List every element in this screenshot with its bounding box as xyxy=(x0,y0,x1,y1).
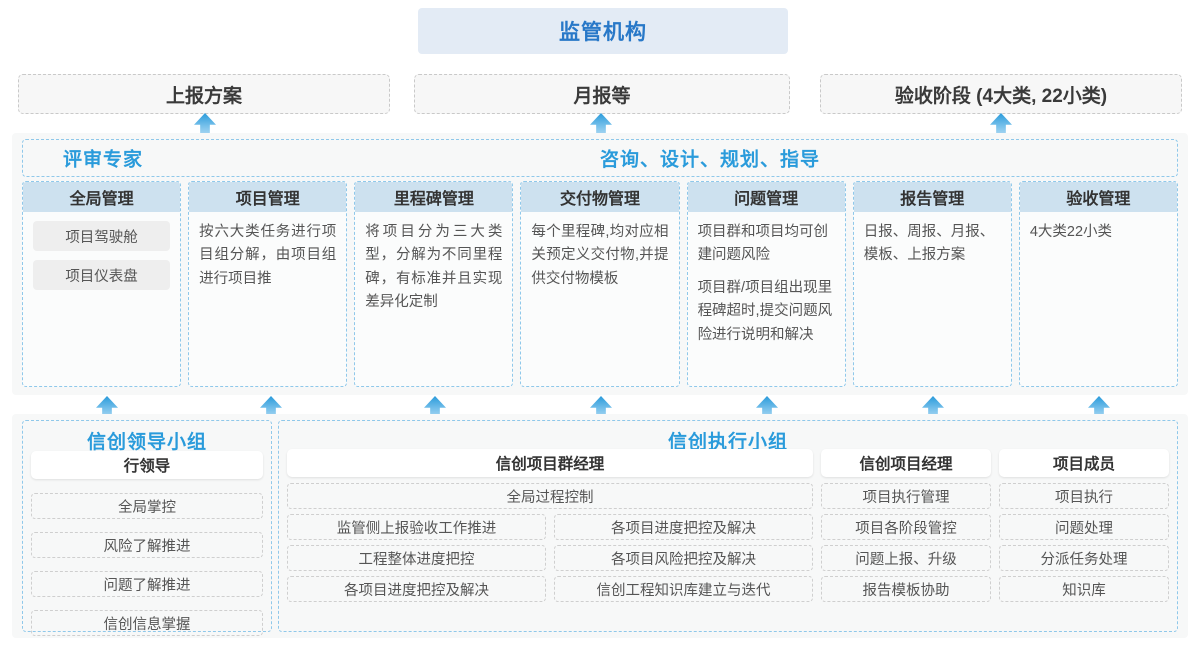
regulator-box: 监管机构 xyxy=(418,8,788,54)
column-header: 验收管理 xyxy=(1019,182,1177,212)
pill-item[interactable]: 项目驾驶舱 xyxy=(33,221,171,251)
duty-item[interactable]: 全局掌控 xyxy=(31,493,263,519)
column-paragraph: 项目群和项目均可创建问题风险 xyxy=(697,224,829,264)
duty-item[interactable]: 工程整体进度把控 xyxy=(287,545,546,571)
duty-item[interactable]: 项目执行 xyxy=(999,483,1169,509)
column-body: 项目驾驶舱 项目仪表盘 xyxy=(23,212,180,386)
duty-item[interactable]: 各项目进度把控及解决 xyxy=(287,576,546,602)
column-body: 将项目分为三大类型，分解为不同里程碑，有标准并且实现差异化定制 xyxy=(355,212,512,386)
duty-item[interactable]: 信创信息掌握 xyxy=(31,610,263,636)
capability-column-acceptance: 验收管理 4大类22小类 xyxy=(1018,181,1178,387)
role-block-program-manager: 信创项目群经理 全局过程控制 监管侧上报验收工作推进 工程整体进度把控 各项目进… xyxy=(287,449,813,602)
column-header: 报告管理 xyxy=(853,182,1011,212)
column-body: 每个里程碑,均对应相关预定义交付物,并提供交付物模板 xyxy=(521,212,678,386)
role-block-project-member: 项目成员 项目执行 问题处理 分派任务处理 知识库 xyxy=(999,449,1169,602)
role-head-project-member[interactable]: 项目成员 xyxy=(999,449,1169,477)
duty-item[interactable]: 全局过程控制 xyxy=(287,483,813,509)
duty-item[interactable]: 项目执行管理 xyxy=(821,483,991,509)
capability-panel: 评审专家 咨询、设计、规划、指导 全局管理 项目驾驶舱 项目仪表盘 项目管理 按… xyxy=(12,133,1188,395)
role-head-project-manager[interactable]: 信创项目经理 xyxy=(821,449,991,477)
capability-column-project: 项目管理 按六大类任务进行项目组分解，由项目组进行项目推 xyxy=(188,181,348,387)
org-panel: 信创领导小组 行领导 全局掌控 风险了解推进 问题了解推进 信创信息掌握 信创执… xyxy=(12,414,1188,638)
capability-column-milestone: 里程碑管理 将项目分为三大类型，分解为不同里程碑，有标准并且实现差异化定制 xyxy=(354,181,514,387)
role-head-bank-leader[interactable]: 行领导 xyxy=(31,451,263,479)
column-header: 项目管理 xyxy=(189,182,347,212)
column-body: 项目群和项目均可创建问题风险 项目群/项目组出现里程碑超时,提交问题风险进行说明… xyxy=(688,212,845,386)
role-consulting: 咨询、设计、规划、指导 xyxy=(599,149,820,171)
capability-column-deliverable: 交付物管理 每个里程碑,均对应相关预定义交付物,并提供交付物模板 xyxy=(520,181,680,387)
capability-column-report: 报告管理 日报、周报、月报、模板、上报方案 xyxy=(852,181,1012,387)
duty-item[interactable]: 风险了解推进 xyxy=(31,532,263,558)
role-band: 评审专家 咨询、设计、规划、指导 xyxy=(22,139,1178,177)
duty-item[interactable]: 问题处理 xyxy=(999,514,1169,540)
column-paragraph: 日报、周报、月报、模板、上报方案 xyxy=(863,224,995,264)
column-header: 里程碑管理 xyxy=(355,182,513,212)
duty-item[interactable]: 问题了解推进 xyxy=(31,571,263,597)
report-row: 上报方案 月报等 验收阶段 (4大类, 22小类) xyxy=(0,74,1200,114)
capability-column-issue: 问题管理 项目群和项目均可创建问题风险 项目群/项目组出现里程碑超时,提交问题风… xyxy=(686,181,846,387)
column-body: 按六大类任务进行项目组分解，由项目组进行项目推 xyxy=(189,212,346,386)
duty-item[interactable]: 问题上报、升级 xyxy=(821,545,991,571)
column-paragraph: 每个里程碑,均对应相关预定义交付物,并提供交付物模板 xyxy=(531,224,669,287)
column-paragraph: 4大类22小类 xyxy=(1029,224,1113,240)
role-block-project-manager: 信创项目经理 项目执行管理 项目各阶段管控 问题上报、升级 报告模板协助 xyxy=(821,449,991,602)
group-title: 信创领导小组 xyxy=(86,432,207,453)
role-head-program-manager[interactable]: 信创项目群经理 xyxy=(287,449,813,477)
column-paragraph: 将项目分为三大类型，分解为不同里程碑，有标准并且实现差异化定制 xyxy=(365,224,503,311)
column-body: 4大类22小类 xyxy=(1020,212,1177,386)
duty-item[interactable]: 监管侧上报验收工作推进 xyxy=(287,514,546,540)
report-box-acceptance: 验收阶段 (4大类, 22小类) xyxy=(820,74,1182,114)
role-review-expert: 评审专家 xyxy=(63,149,144,171)
column-paragraph: 按六大类任务进行项目组分解，由项目组进行项目推 xyxy=(199,224,337,287)
column-paragraph: 项目群/项目组出现里程碑超时,提交问题风险进行说明和解决 xyxy=(697,279,833,343)
report-box-plan: 上报方案 xyxy=(18,74,390,114)
duty-item[interactable]: 信创工程知识库建立与迭代 xyxy=(554,576,813,602)
duty-item[interactable]: 分派任务处理 xyxy=(999,545,1169,571)
duty-item[interactable]: 知识库 xyxy=(999,576,1169,602)
column-header: 问题管理 xyxy=(687,182,845,212)
report-box-monthly: 月报等 xyxy=(414,74,790,114)
capability-columns: 全局管理 项目驾驶舱 项目仪表盘 项目管理 按六大类任务进行项目组分解，由项目组… xyxy=(22,181,1178,387)
duty-item[interactable]: 各项目进度把控及解决 xyxy=(554,514,813,540)
capability-column-global: 全局管理 项目驾驶舱 项目仪表盘 xyxy=(22,181,182,387)
group-leadership: 信创领导小组 行领导 全局掌控 风险了解推进 问题了解推进 信创信息掌握 xyxy=(22,420,272,636)
duty-item[interactable]: 项目各阶段管控 xyxy=(821,514,991,540)
column-header: 全局管理 xyxy=(23,182,181,212)
group-execution: 信创执行小组 信创项目群经理 全局过程控制 监管侧上报验收工作推进 工程整体进度… xyxy=(278,420,1178,632)
duty-item[interactable]: 各项目风险把控及解决 xyxy=(554,545,813,571)
pill-item[interactable]: 项目仪表盘 xyxy=(33,260,171,290)
column-body: 日报、周报、月报、模板、上报方案 xyxy=(854,212,1011,386)
group-title: 信创执行小组 xyxy=(667,432,788,453)
duty-item[interactable]: 报告模板协助 xyxy=(821,576,991,602)
column-header: 交付物管理 xyxy=(521,182,679,212)
